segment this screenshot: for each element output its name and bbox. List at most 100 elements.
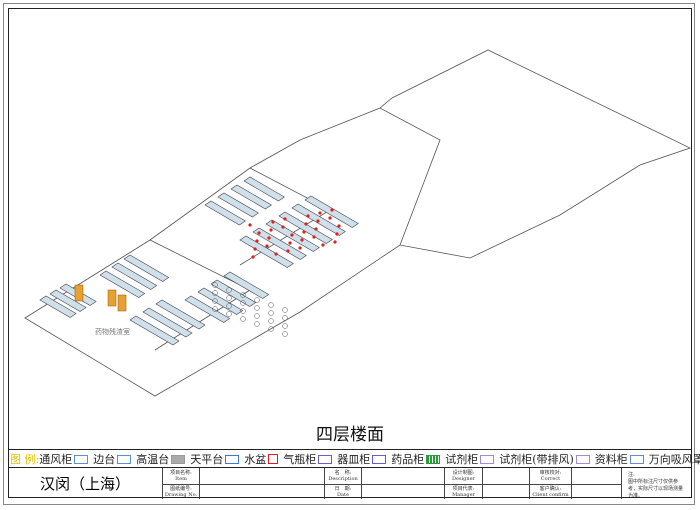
lab-bench — [243, 176, 285, 202]
note: 注: 图中所标注尺寸仅供参考，实际尺寸以现场测量为准。 — [622, 468, 692, 499]
lab-bench — [129, 315, 180, 346]
client-label-group: 客户确认:Client confirm — [530, 483, 571, 500]
legend-item: 器皿柜 — [337, 451, 387, 467]
outer-border — [3, 3, 695, 505]
gas-cabinet-icon — [318, 454, 333, 464]
stool — [254, 321, 260, 327]
bench-group — [39, 176, 359, 346]
lab-bench — [223, 271, 270, 299]
sink-marker — [337, 224, 341, 228]
legend-item-label: 通风柜 — [39, 453, 73, 466]
legend-item: 通风柜 — [39, 451, 89, 467]
item-value-cell[interactable] — [200, 468, 325, 499]
sink-marker — [302, 230, 306, 234]
sink-marker — [257, 231, 261, 235]
lab-bench — [123, 254, 170, 282]
lab-bench — [239, 235, 294, 268]
sink-marker — [288, 241, 292, 245]
sink-marker — [333, 240, 337, 244]
stool — [254, 305, 260, 311]
designer-label-en: Designer — [452, 475, 475, 482]
designer-label-group: 设计制图:Designer — [445, 468, 482, 484]
file-cabinet-icon — [629, 454, 644, 464]
designer-field[interactable] — [483, 483, 529, 485]
legend-item: 资料柜 — [595, 451, 644, 467]
note-head: 注: — [628, 472, 635, 478]
legend-item-label: 资料柜 — [594, 453, 628, 466]
page-title: 四层楼面 — [316, 425, 384, 445]
date-label-en: Date — [337, 491, 349, 498]
legend-item-label: 水盆 — [244, 453, 267, 466]
sink-marker — [306, 214, 310, 218]
stool — [212, 290, 218, 296]
correct-field[interactable] — [572, 483, 621, 485]
stool — [240, 300, 246, 306]
item-field[interactable] — [200, 483, 324, 485]
date-label: 日 期: — [334, 485, 352, 492]
sink-marker — [251, 255, 255, 259]
legend-item-label: 高温台 — [136, 453, 170, 466]
lab-bench — [278, 211, 333, 244]
legend-item: 气瓶柜 — [283, 451, 333, 467]
drawing-no-label: 图纸编号: — [170, 485, 192, 492]
sink-marker — [274, 252, 278, 256]
description-label: 名 称: — [334, 469, 352, 476]
description-value-cell[interactable] — [362, 468, 445, 499]
reagent-cabinet-icon — [480, 454, 495, 464]
legend-item: 水盆 — [244, 451, 279, 467]
gas-cabinet — [74, 284, 84, 302]
sink-marker — [255, 239, 259, 243]
sink-marker — [335, 232, 339, 236]
legend-item-label: 试剂柜 — [445, 453, 479, 466]
legend-item-label: 气瓶柜 — [283, 453, 317, 466]
item-label-group: 项目名称:Item — [163, 468, 199, 484]
sink-marker — [281, 225, 285, 229]
description-label-cell: 名 称:Description 日 期:Date — [325, 468, 362, 499]
sink-marker — [269, 228, 273, 232]
stool — [268, 310, 274, 316]
stool — [226, 287, 232, 293]
sink-marker — [265, 244, 269, 248]
manager-label-group: 项目代表:Manager — [445, 483, 482, 500]
legend-item-label: 器皿柜 — [337, 453, 371, 466]
stool — [268, 318, 274, 324]
lab-bench — [39, 295, 77, 318]
drawing-no-label-en: Drawing No. — [164, 491, 198, 498]
legend-item: 试剂柜 — [445, 451, 495, 467]
designer-value-cell[interactable] — [483, 468, 530, 499]
sink-marker — [283, 217, 287, 221]
sink-icon — [268, 454, 279, 464]
correct-label-group: 审核校对:Correct — [530, 468, 571, 484]
balance-bench-icon — [225, 454, 240, 464]
stool — [212, 282, 218, 288]
item-label-en: Item — [175, 475, 187, 482]
stool — [254, 313, 260, 319]
stool — [226, 303, 232, 309]
client-label: 客户确认: — [539, 485, 562, 492]
legend-item-label: 万向吸风罩 — [648, 453, 700, 466]
drug-cabinet-icon — [426, 454, 441, 464]
lab-bench — [217, 192, 259, 218]
correct-label-cell: 审核校对:Correct 客户确认:Client confirm — [530, 468, 572, 499]
lab-bench — [304, 195, 359, 228]
stool — [282, 307, 288, 313]
sink-marker — [290, 233, 294, 237]
legend-item-label: 天平台 — [190, 453, 224, 466]
item-label-cell: 项目名称:Item 图纸编号:Drawing No. — [163, 468, 200, 499]
stool — [226, 311, 232, 317]
sink-marker — [253, 247, 257, 251]
lab-bench — [252, 227, 307, 260]
description-field[interactable] — [362, 483, 444, 485]
lab-bench — [184, 295, 231, 323]
lab-bench — [155, 299, 206, 330]
note-body: 图中所标注尺寸仅供参考，实际尺寸以现场测量为准。 — [628, 479, 684, 499]
marker-group — [212, 208, 341, 337]
stool — [268, 302, 274, 308]
sink-marker — [267, 236, 271, 240]
sink-marker — [286, 249, 290, 253]
correct-value-cell[interactable] — [572, 468, 622, 499]
floor-plan: 药物残渣室 — [24, 49, 692, 397]
manager-label: 项目代表: — [452, 485, 475, 492]
drawing-no-label-group: 图纸编号:Drawing No. — [163, 483, 199, 500]
